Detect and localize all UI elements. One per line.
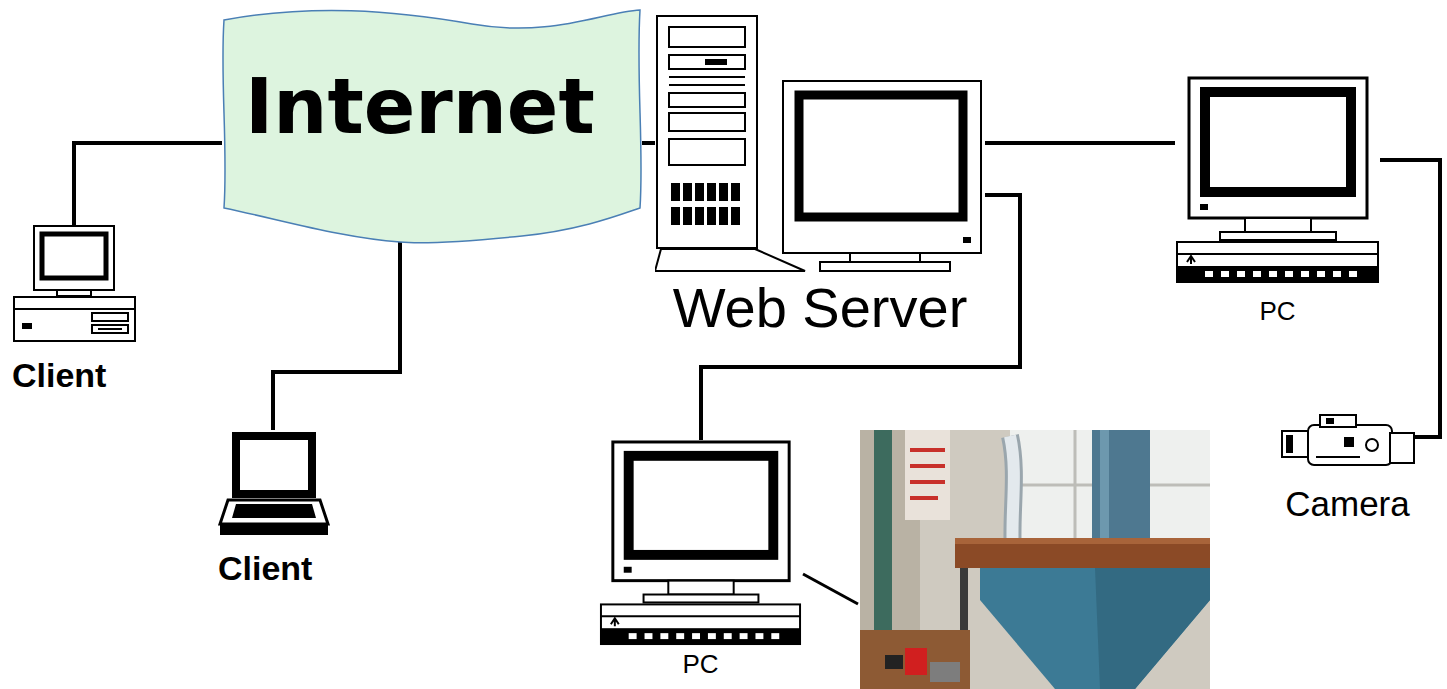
device-icon — [1280, 413, 1415, 473]
apparatus-photo-part — [860, 630, 970, 689]
device-label: Client — [218, 550, 312, 587]
network-link — [74, 143, 222, 225]
device-icon — [12, 225, 137, 343]
apparatus-photo-part — [905, 648, 927, 675]
device-icon — [14, 226, 135, 341]
apparatus-photo-part — [905, 430, 950, 520]
network-link — [1380, 160, 1440, 437]
apparatus-photo-part — [1092, 430, 1150, 545]
apparatus-photo-part — [910, 496, 938, 500]
device-label: Web Server — [673, 277, 968, 339]
device-icon — [220, 432, 328, 535]
device-label: Camera — [1285, 485, 1409, 524]
apparatus-photo-part — [860, 430, 1210, 689]
apparatus-photo-part — [1100, 430, 1109, 545]
banner-shape — [223, 10, 641, 243]
apparatus-photo-part — [955, 538, 1210, 544]
data-cable — [803, 574, 858, 604]
device-label: Client — [12, 357, 106, 394]
device-label: PC — [1259, 297, 1295, 326]
network-link — [985, 141, 1175, 145]
device-icon — [1177, 78, 1378, 282]
apparatus-photo-part — [955, 538, 1210, 568]
network-link — [273, 242, 400, 430]
network-link — [642, 141, 655, 145]
device-icon — [655, 16, 981, 271]
network-label: Internet — [245, 65, 595, 149]
apparatus-photo-part — [885, 655, 903, 669]
pc-workstation: PC — [1175, 75, 1380, 326]
internet-cloud: Internet — [222, 8, 642, 242]
apparatus-photo-part — [1095, 568, 1210, 689]
device-label: PC — [682, 650, 718, 679]
device-icon — [601, 442, 800, 644]
pc-workstation: PC — [598, 440, 803, 679]
device-icon — [218, 430, 330, 538]
apparatus-photo-part — [930, 662, 960, 682]
apparatus-photo-part — [910, 464, 945, 468]
device-icon — [598, 440, 803, 648]
video-camera: Camera — [1280, 413, 1415, 524]
client-laptop: Client — [218, 430, 330, 587]
apparatus-photo-part — [980, 568, 1210, 689]
apparatus-photo-part — [910, 480, 945, 484]
client-computer: Client — [12, 225, 137, 394]
apparatus-photo-part — [910, 448, 945, 452]
apparatus-photo — [860, 430, 1210, 689]
device-icon — [655, 15, 985, 273]
device-icon — [1282, 415, 1414, 465]
device-icon — [1175, 75, 1380, 287]
web-server: Web Server — [655, 15, 985, 339]
